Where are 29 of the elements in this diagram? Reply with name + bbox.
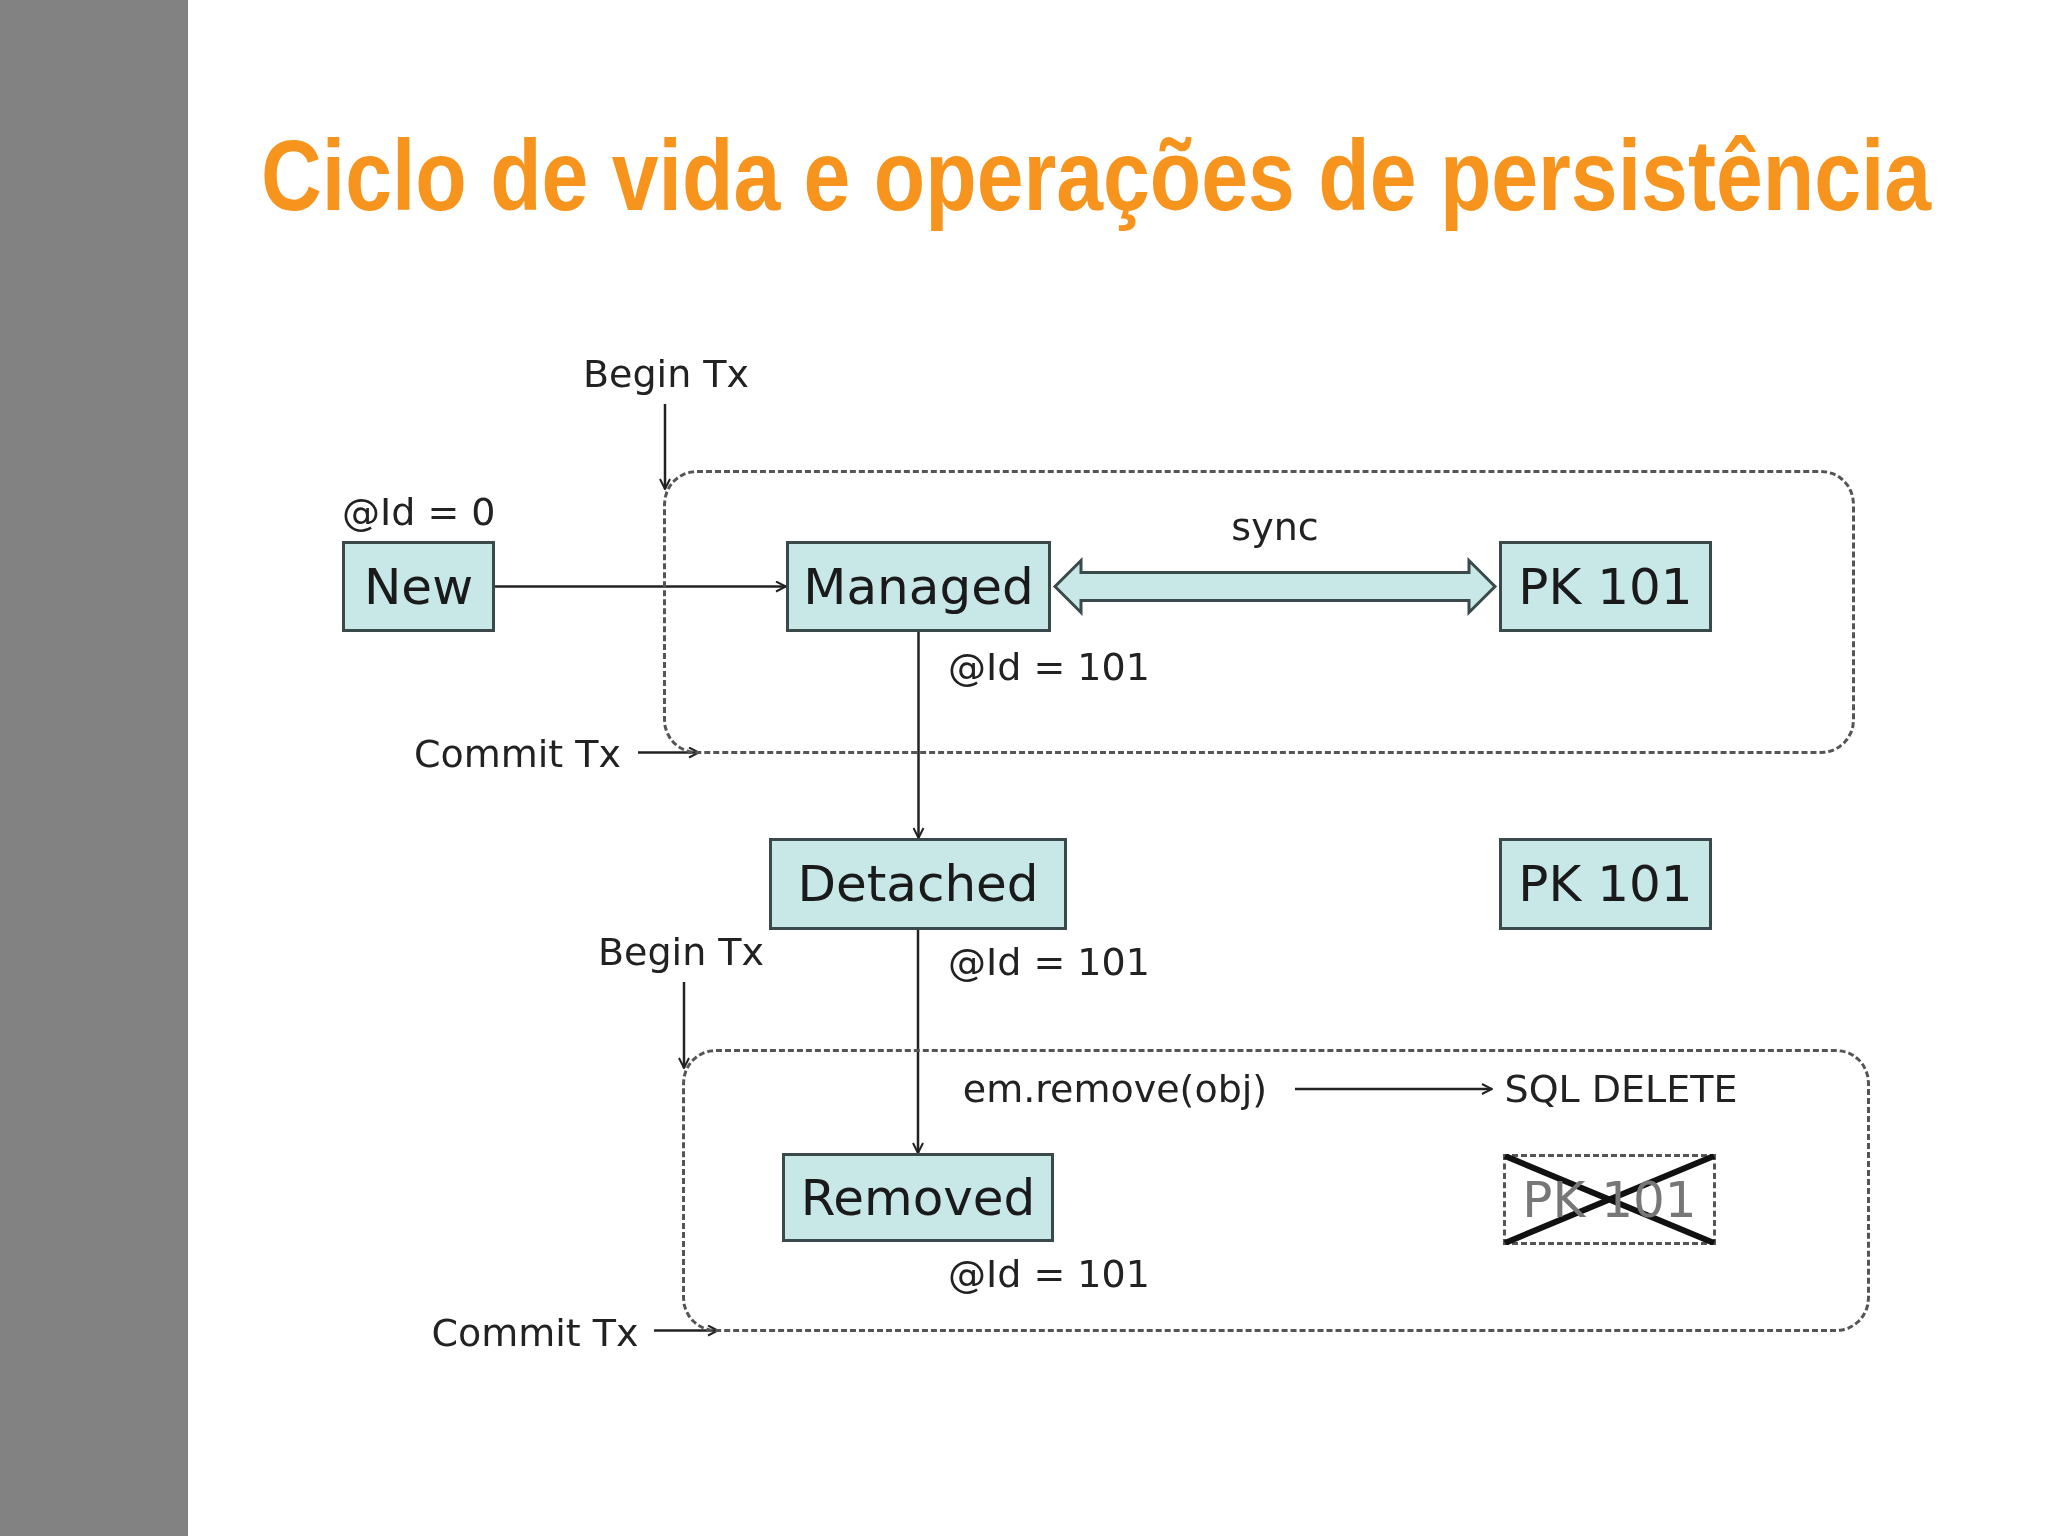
annotation-text: Commit Tx bbox=[411, 731, 624, 777]
transaction-region bbox=[663, 470, 1855, 754]
annotation-text: Begin Tx bbox=[581, 352, 751, 396]
arrow bbox=[654, 1324, 719, 1337]
transaction-region bbox=[682, 1049, 1870, 1332]
arrow bbox=[678, 982, 690, 1069]
arrow bbox=[659, 404, 671, 490]
annotation-text: Begin Tx bbox=[598, 930, 764, 974]
annotation-text: Commit Tx bbox=[430, 1310, 640, 1356]
state-box: Detached bbox=[769, 838, 1067, 930]
arrow bbox=[912, 930, 924, 1154]
arrow bbox=[912, 632, 925, 839]
state-box: PK 101 bbox=[1499, 838, 1712, 930]
slide-title: Ciclo de vida e operações de persistência bbox=[261, 118, 1932, 233]
state-box: Removed bbox=[782, 1153, 1054, 1242]
state-box: Managed bbox=[786, 541, 1051, 632]
arrow bbox=[638, 746, 700, 759]
edge-label: sync bbox=[1231, 504, 1319, 549]
id-annotation: @Id = 101 bbox=[948, 645, 1150, 689]
arrow bbox=[1295, 1083, 1493, 1095]
arrow bbox=[495, 580, 787, 593]
annotation-text: SQL DELETE bbox=[1506, 1066, 1736, 1112]
state-box: New bbox=[342, 541, 495, 632]
double-block-arrow bbox=[1052, 556, 1498, 617]
id-annotation: @Id = 101 bbox=[948, 1252, 1150, 1296]
annotation-text: em.remove(obj) bbox=[957, 1066, 1273, 1112]
state-box: PK 101 bbox=[1499, 541, 1712, 632]
id-annotation: @Id = 0 bbox=[342, 490, 496, 534]
id-annotation: @Id = 101 bbox=[948, 940, 1150, 984]
